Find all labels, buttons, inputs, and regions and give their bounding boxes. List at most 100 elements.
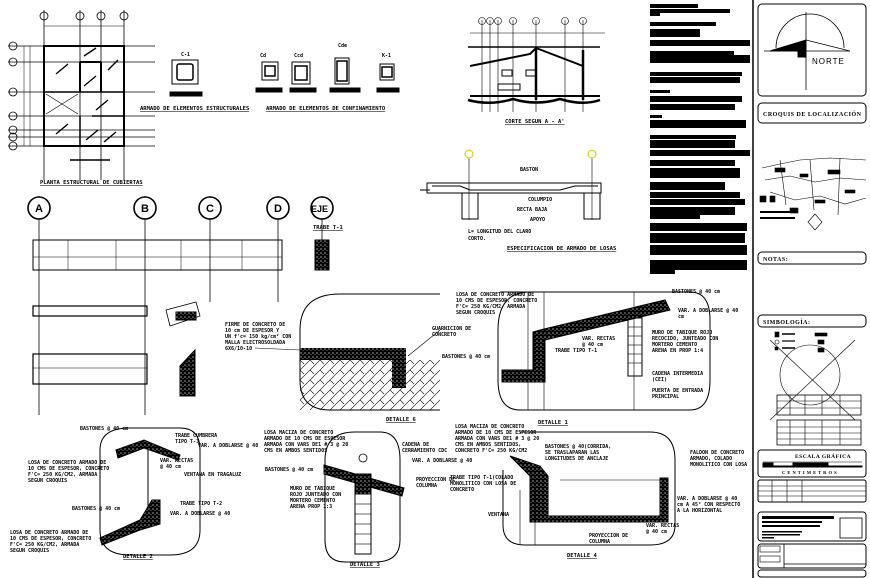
svg-text:LOSA MACIZA DE CONCRETO: LOSA MACIZA DE CONCRETO <box>264 430 333 436</box>
svg-text:RECOCIDO, JUNTEADO CON: RECOCIDO, JUNTEADO CON <box>652 336 718 342</box>
svg-text:LOSA DE CONCRETO ARMADO DE: LOSA DE CONCRETO ARMADO DE <box>10 530 88 536</box>
struct-elements-title: ARMADO DE ELEMENTOS ESTRUCTURALES <box>140 106 249 112</box>
scale-unit: C E N T I M E T R O S <box>782 470 837 475</box>
axis-b: B <box>141 203 149 215</box>
svg-text:LOSA MACIZA DE CONCRETO: LOSA MACIZA DE CONCRETO <box>455 424 524 430</box>
svg-text:SE TRASLAPARAN LAS: SE TRASLAPARAN LAS <box>545 450 599 456</box>
axis-c: C <box>206 203 214 215</box>
svg-text:cm A 45° CON RESPECTO: cm A 45° CON RESPECTO <box>677 502 740 508</box>
svg-text:BASTONES @ 40 cm: BASTONES @ 40 cm <box>80 426 128 432</box>
column-label-k1: K-1 <box>382 53 391 59</box>
svg-text:A LA HORIZONTAL: A LA HORIZONTAL <box>677 508 722 514</box>
svg-text:VAR. A DOBLARSE @ 40: VAR. A DOBLARSE @ 40 <box>170 511 230 517</box>
svg-text:ARENA PROP 1:3: ARENA PROP 1:3 <box>290 504 332 510</box>
svg-text:cm: cm <box>678 314 684 320</box>
graphic-scale <box>757 449 867 478</box>
svg-text:FIRME DE CONCRETO DE: FIRME DE CONCRETO DE <box>225 322 285 328</box>
symbology-table <box>769 331 862 446</box>
svg-text:SEGUN CROQUIS: SEGUN CROQUIS <box>10 548 49 554</box>
svg-text:CADENA DE: CADENA DE <box>402 442 429 448</box>
symbology-title: SIMBOLOGÍA: <box>763 318 811 326</box>
svg-text:VAR. A DOBLARSE @ 40: VAR. A DOBLARSE @ 40 <box>198 443 258 449</box>
svg-text:TIPO T-3: TIPO T-3 <box>175 439 199 445</box>
svg-text:UN f'c= 150 kg/cm² CON: UN f'c= 150 kg/cm² CON <box>225 334 291 340</box>
svg-text:TRABE TIPO T-2: TRABE TIPO T-2 <box>180 501 222 507</box>
svg-text:@ 40 cm: @ 40 cm <box>160 464 181 470</box>
axis-d: D <box>274 203 282 215</box>
slab-note-1: L= LONGITUD DEL CLARO <box>468 229 531 235</box>
scale-title: ESCALA GRÁFICA <box>795 452 851 460</box>
axis-eje: EJE <box>311 204 328 214</box>
section-title: CORTE SEGUN A - A' <box>505 119 565 125</box>
svg-text:VAR. A DOBLARSE @ 40: VAR. A DOBLARSE @ 40 <box>412 458 472 464</box>
detalle-6-bastones: BASTONES @ 40 cm <box>442 354 490 360</box>
slab-baston-label: BASTON <box>520 167 538 173</box>
svg-text:CMS EN AMBOS SENTIDOS: CMS EN AMBOS SENTIDOS <box>264 448 327 454</box>
svg-text:MALLA ELECTROSOLDADA: MALLA ELECTROSOLDADA <box>225 340 285 346</box>
detalle-4 <box>502 431 676 546</box>
svg-text:PUERTA DE ENTRADA: PUERTA DE ENTRADA <box>652 388 703 394</box>
confinement-elements-title: ARMADO DE ELEMENTOS DE CONFINAMIENTO <box>266 106 386 112</box>
column-label-c1: C-1 <box>181 52 190 58</box>
svg-text:FALDON DE CONCRETO: FALDON DE CONCRETO <box>690 450 744 456</box>
symbology-title-box <box>757 314 867 328</box>
svg-text:VAR. RECTAS: VAR. RECTAS <box>160 458 193 464</box>
svg-text:CADENA INTERMEDIA: CADENA INTERMEDIA <box>652 371 703 377</box>
beam-elevations <box>27 196 334 415</box>
svg-text:10 CMS DE ESPESOR, CONCRETO: 10 CMS DE ESPESOR, CONCRETO <box>28 466 109 472</box>
svg-text:@ 40 cm: @ 40 cm <box>646 529 667 535</box>
svg-text:COLUMNA: COLUMNA <box>589 539 610 545</box>
location-map <box>759 157 867 231</box>
slab-recta-baja-label: RECTA BAJA <box>517 207 547 213</box>
svg-text:TRABE TIPO T-1(COLADO: TRABE TIPO T-1(COLADO <box>450 475 513 481</box>
detalle-2-title: DETALLE 2 <box>123 554 153 560</box>
column-label-cde: Cde <box>338 43 347 49</box>
detalle-1 <box>497 291 711 411</box>
notes-title: NOTAS: <box>763 257 788 263</box>
svg-text:VAR. A DOBLARSE @ 40: VAR. A DOBLARSE @ 40 <box>677 496 737 502</box>
svg-text:VAR. RECTAS: VAR. RECTAS <box>582 336 615 342</box>
svg-text:10 cm DE ESPESOR Y: 10 cm DE ESPESOR Y <box>225 328 279 334</box>
svg-text:BASTONES @ 40 cm: BASTONES @ 40 cm <box>72 506 120 512</box>
svg-text:VAR. A DOBLARSE @ 40: VAR. A DOBLARSE @ 40 <box>678 308 738 314</box>
svg-text:CERRAMIENTO CDC: CERRAMIENTO CDC <box>402 448 447 454</box>
location-title: CROQUIS DE LOCALIZACIÓN <box>763 110 862 118</box>
detalle-3-title: DETALLE 3 <box>350 562 380 568</box>
svg-text:MONOLITICO CON LOSA: MONOLITICO CON LOSA <box>690 462 747 468</box>
detalle-6-guarnicion-1: GUARNICION DE <box>432 326 471 332</box>
svg-text:ARMADO DE 10 CMS DE ESPESOR: ARMADO DE 10 CMS DE ESPESOR <box>264 436 346 442</box>
svg-text:VAR. RECTAS: VAR. RECTAS <box>646 523 679 529</box>
svg-text:TRABE TIPO T-1: TRABE TIPO T-1 <box>555 348 597 354</box>
svg-text:10 CMS DE ESPESOR, CONCRETO: 10 CMS DE ESPESOR, CONCRETO <box>10 536 91 542</box>
svg-text:PROYECCION DE: PROYECCION DE <box>416 477 455 483</box>
slab-spec-detail <box>420 149 602 220</box>
svg-text:LOSA DE CONCRETO ARMADO DE: LOSA DE CONCRETO ARMADO DE <box>28 460 106 466</box>
project-info-box <box>757 511 867 578</box>
plan-title: PLANTA ESTRUCTURAL DE CUBIERTAS <box>40 180 143 186</box>
detalle-2 <box>99 427 201 556</box>
svg-text:MURO DE TABIQUE ROJO: MURO DE TABIQUE ROJO <box>652 330 712 336</box>
detalle-4-title: DETALLE 4 <box>567 553 597 559</box>
svg-text:MORTERO CEMENTO: MORTERO CEMENTO <box>652 342 697 348</box>
svg-text:BASTONES @ 40(CORRIDA,: BASTONES @ 40(CORRIDA, <box>545 444 611 450</box>
svg-text:MONOLITICO CON LOSA DE: MONOLITICO CON LOSA DE <box>450 481 516 487</box>
svg-text:PRINCIPAL: PRINCIPAL <box>652 394 679 400</box>
svg-text:ARMADA CON VARS DE1 # 3 @ 20: ARMADA CON VARS DE1 # 3 @ 20 <box>264 442 348 448</box>
svg-text:CMS EN AMBOS SENTIDOS,: CMS EN AMBOS SENTIDOS, <box>455 442 521 448</box>
north-label: NORTE <box>812 57 845 66</box>
svg-text:CONCRETO F'C= 250 KG/CM2: CONCRETO F'C= 250 KG/CM2 <box>455 448 527 454</box>
detalle-1-labels: LOSA DE CONCRETO ARMADO DE 10 CMS DE ESP… <box>456 289 738 400</box>
north-arrow-box <box>757 3 867 97</box>
svg-text:ROJO JUNTEADO CON: ROJO JUNTEADO CON <box>290 492 341 498</box>
svg-text:PROYECCION DE: PROYECCION DE <box>589 533 628 539</box>
svg-text:@ 40 cm: @ 40 cm <box>582 342 603 348</box>
svg-text:F'C= 250 KG/CM2, ARMADA: F'C= 250 KG/CM2, ARMADA <box>28 472 97 478</box>
svg-text:F'C= 250 KG/CM2, ARMADA: F'C= 250 KG/CM2, ARMADA <box>10 542 79 548</box>
slab-spec-title: ESPECIFICACION DE ARMADO DE LOSAS <box>507 246 616 252</box>
svg-text:TRABE CUMBRERA: TRABE CUMBRERA <box>175 433 217 439</box>
detalle-6 <box>254 293 441 411</box>
structural-plan <box>8 10 155 180</box>
svg-text:(CEI): (CEI) <box>652 377 667 383</box>
revision-table <box>757 479 867 503</box>
